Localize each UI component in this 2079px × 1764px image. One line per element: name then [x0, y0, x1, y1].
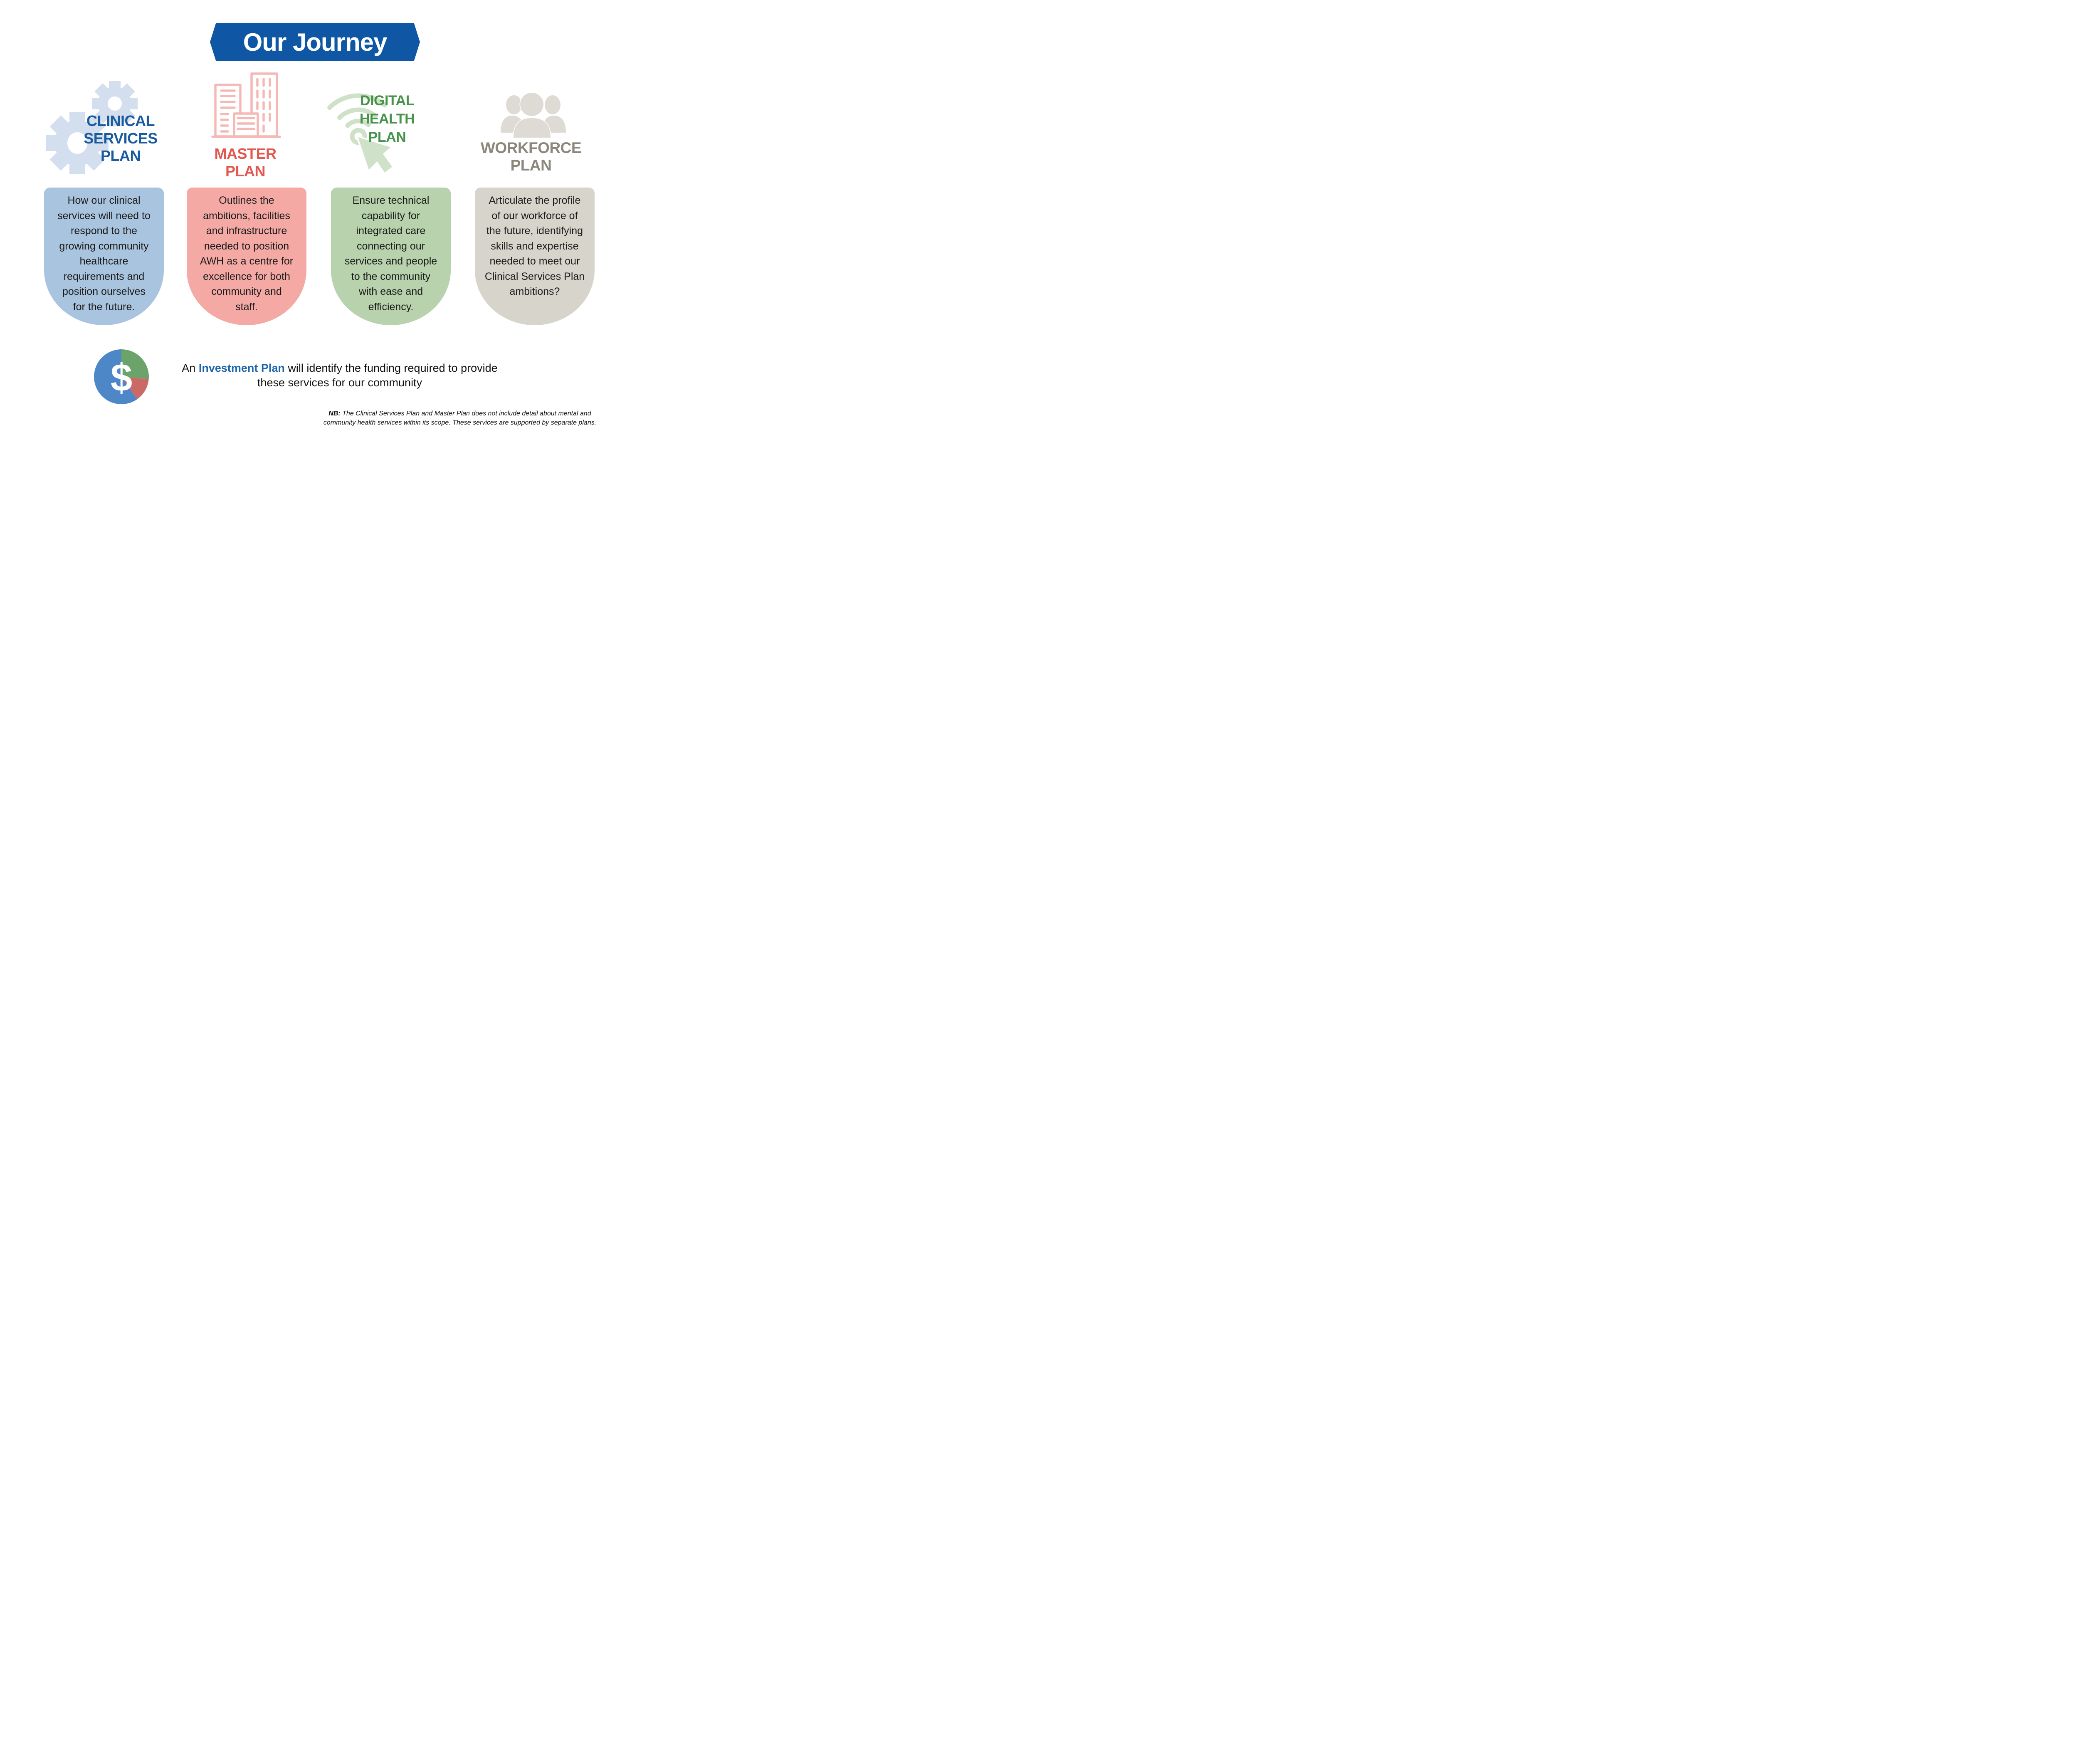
digital-health-plan-box: Ensure technical capability for integrat…	[331, 188, 451, 325]
buildings-icon	[211, 72, 281, 138]
workforce-box-text: Articulate the profile of our workforce …	[484, 195, 585, 297]
gears-icon	[46, 81, 138, 174]
clinical-services-plan-heading: CLINICAL SERVICES PLAN	[40, 112, 202, 165]
nb-note: NB: The Clinical Services Plan and Maste…	[294, 409, 624, 427]
heading-line: WORKFORCE	[480, 139, 582, 156]
digital-box-text: Ensure technical capability for integrat…	[344, 195, 437, 313]
wifi-arc-inner	[345, 119, 371, 128]
small-gear	[92, 81, 138, 126]
heading-line: PLAN	[101, 147, 141, 164]
big-gear	[46, 112, 109, 174]
master-box-text: Outlines the ambitions, facilities and i…	[200, 195, 294, 313]
clinical-services-plan-box: How our clinical services will need to r…	[44, 188, 164, 325]
digital-health-plan-heading: DIGITAL HEALTH PLAN	[325, 91, 449, 146]
workforce-plan-box: Articulate the profile of our workforce …	[475, 188, 595, 325]
center-person-body	[513, 117, 551, 138]
investment-suffix: will identify the funding required to pr…	[284, 362, 498, 374]
investment-line-1: An Investment Plan will identify the fun…	[125, 361, 555, 376]
wifi-bit	[361, 130, 365, 135]
title-banner: Our Journey	[210, 23, 420, 61]
pie-slice-blue	[94, 349, 137, 404]
heading-line: HEALTH	[359, 111, 415, 127]
dollar-sign: $	[111, 356, 132, 399]
master-plan-box: Outlines the ambitions, facilities and i…	[187, 188, 306, 325]
wifi-arc-middle	[337, 107, 378, 120]
heading-line: MASTER	[214, 145, 277, 162]
heading-line: DIGITAL	[360, 93, 414, 109]
investment-line-2: these services for our community	[257, 376, 422, 389]
page-title: Our Journey	[243, 28, 388, 56]
investment-prefix: An	[182, 362, 199, 374]
heading-line: SERVICES	[84, 130, 158, 147]
left-person-head	[506, 95, 522, 114]
workforce-plan-heading: WORKFORCE PLAN	[469, 139, 593, 174]
people-group-icon	[501, 92, 566, 138]
right-person-head	[545, 95, 560, 114]
nb-line-1: The Clinical Services Plan and Master Pl…	[340, 410, 591, 417]
dollar-pie-icon: $	[94, 349, 149, 404]
our-journey-infographic: Our Journey CLINICAL	[0, 0, 624, 441]
cursor-arrow	[356, 136, 394, 174]
wifi-arc-outer	[327, 93, 387, 110]
investment-plan-highlight: Investment Plan	[198, 362, 285, 374]
nb-line-2: community health services within its sco…	[323, 419, 597, 426]
master-plan-heading: MASTER PLAN	[183, 145, 308, 180]
heading-line: PLAN	[225, 163, 266, 180]
wifi-cursor-icon	[327, 93, 394, 174]
heading-line: CLINICAL	[86, 112, 155, 129]
center-person-head	[519, 92, 544, 117]
heading-line: PLAN	[510, 157, 552, 174]
pie-slice-red	[121, 377, 149, 400]
nb-label: NB:	[328, 410, 341, 417]
investment-plan-statement: An Investment Plan will identify the fun…	[125, 361, 555, 390]
pie-slice-green	[121, 349, 149, 379]
heading-line: PLAN	[368, 129, 406, 145]
clinical-box-text: How our clinical services will need to r…	[57, 195, 151, 313]
